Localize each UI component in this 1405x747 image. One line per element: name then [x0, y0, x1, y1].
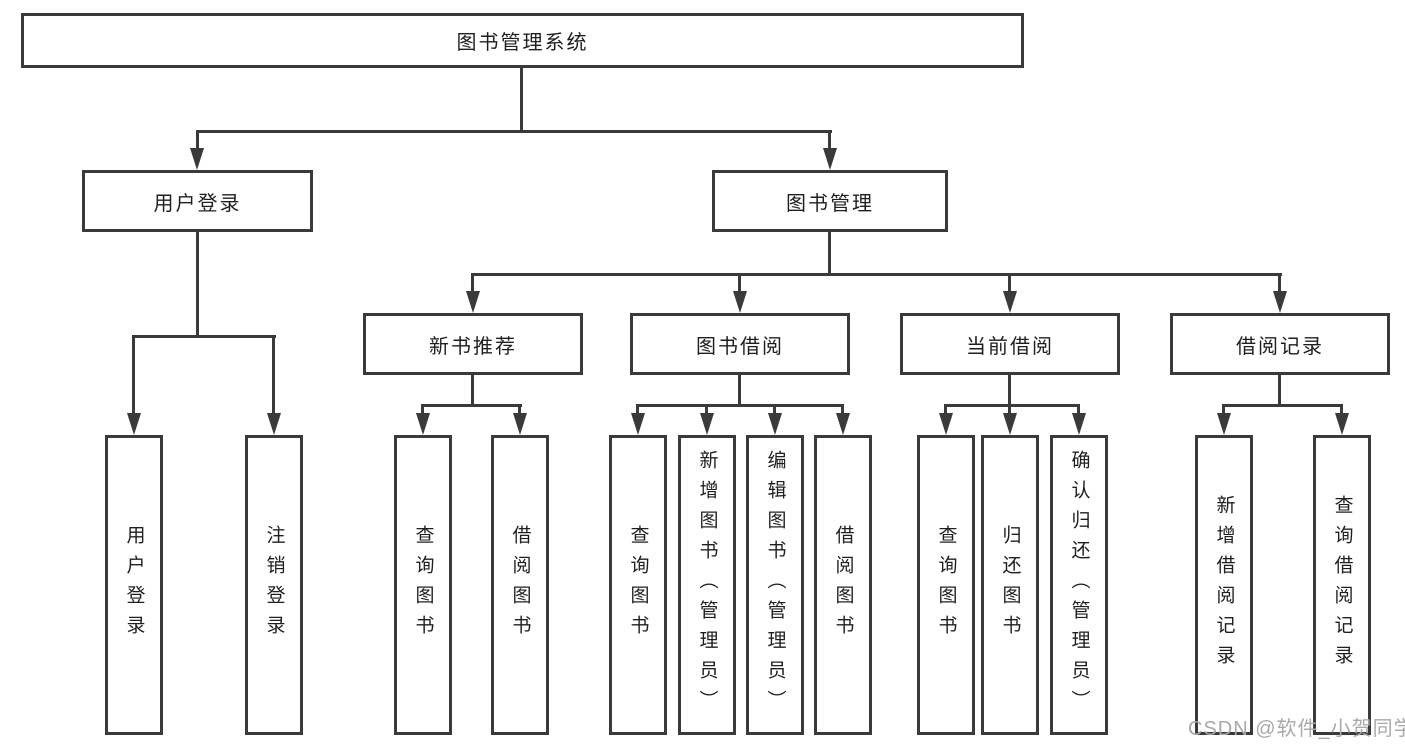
connector-drop-current	[1008, 273, 1011, 293]
arrow-icon	[700, 413, 714, 435]
leaf-label: 新增借阅记录	[1213, 495, 1235, 675]
leaf-edit-book-admin: 编辑图书（管理员）	[746, 435, 804, 735]
leaf-label: 借阅图书	[832, 525, 854, 645]
connector-new-book-bar	[421, 404, 522, 407]
connector-drop-login	[132, 335, 135, 415]
connector-drop	[421, 404, 424, 414]
node-root: 图书管理系统	[21, 13, 1024, 68]
connector-user-login-trunk	[196, 232, 199, 336]
connector-book-mgmt-trunk	[828, 232, 831, 274]
node-user-login-label: 用户登录	[153, 192, 242, 215]
connector-drop	[1340, 404, 1343, 414]
connector-drop-new-book	[471, 273, 474, 293]
arrow-icon	[416, 413, 430, 435]
leaf-confirm-return-admin: 确认归还（管理员）	[1050, 435, 1108, 735]
connector-borrow-trunk	[738, 375, 741, 406]
leaf-borrow-query-book: 查询图书	[609, 435, 667, 735]
connector-drop	[944, 404, 947, 414]
connector-current-bar	[944, 404, 1080, 407]
csdn-watermark: CSDN @软件_小贺同学	[1188, 718, 1405, 740]
connector-drop-logout	[272, 335, 275, 415]
connector-drop	[1008, 404, 1011, 414]
leaf-return-book: 归还图书	[981, 435, 1039, 735]
connector-borrow-bar	[636, 404, 844, 407]
connector-drop	[1222, 404, 1225, 414]
connector-drop-user-login	[196, 130, 199, 150]
leaf-query-borrow-record: 查询借阅记录	[1313, 435, 1371, 735]
arrow-icon	[1335, 413, 1349, 435]
leaf-current-query-book: 查询图书	[917, 435, 975, 735]
leaf-label: 借阅图书	[509, 525, 531, 645]
arrow-icon	[939, 413, 953, 435]
arrow-icon	[1003, 413, 1017, 435]
connector-records-bar	[1222, 404, 1343, 407]
leaf-label: 查询借阅记录	[1331, 495, 1353, 675]
node-current-borrow-label: 当前借阅	[966, 335, 1054, 358]
leaf-label: 查询图书	[935, 525, 957, 645]
leaf-label: 编辑图书（管理员）	[764, 450, 786, 720]
node-root-label: 图书管理系统	[456, 32, 589, 54]
connector-drop-borrow	[738, 273, 741, 293]
arrow-icon	[1072, 413, 1086, 435]
arrow-icon	[768, 413, 782, 435]
node-new-book-rec-label: 新书推荐	[429, 335, 517, 358]
connector-drop	[773, 404, 776, 414]
connector-drop	[705, 404, 708, 414]
leaf-label: 确认归还（管理员）	[1068, 450, 1090, 720]
node-book-borrow: 图书借阅	[630, 313, 850, 375]
leaf-user-login: 用户登录	[105, 435, 163, 735]
leaf-user-login-label: 用户登录	[123, 525, 145, 645]
leaf-borrow-book: 借阅图书	[814, 435, 872, 735]
arrow-to-user-login-icon	[190, 148, 204, 170]
leaf-label: 查询图书	[412, 525, 434, 645]
arrow-icon	[631, 413, 645, 435]
node-book-mgmt: 图书管理	[712, 170, 948, 232]
connector-book-mgmt-bar	[471, 273, 1282, 276]
leaf-label: 归还图书	[999, 525, 1021, 645]
node-current-borrow: 当前借阅	[900, 313, 1120, 375]
connector-drop	[518, 404, 521, 414]
arrow-to-logout-icon	[267, 413, 281, 435]
connector-drop	[1077, 404, 1080, 414]
connector-drop	[841, 404, 844, 414]
leaf-label: 新增图书（管理员）	[696, 450, 718, 720]
connector-root-bar	[196, 130, 832, 133]
connector-user-login-bar	[132, 335, 276, 338]
leaf-newrec-borrow-book: 借阅图书	[491, 435, 549, 735]
node-borrow-records: 借阅记录	[1170, 313, 1390, 375]
arrow-to-current-icon	[1003, 291, 1017, 313]
leaf-add-book-admin: 新增图书（管理员）	[678, 435, 736, 735]
connector-drop-book-mgmt	[828, 130, 831, 150]
arrow-to-borrow-icon	[733, 291, 747, 313]
leaf-newrec-query-book: 查询图书	[394, 435, 452, 735]
node-book-borrow-label: 图书借阅	[696, 335, 784, 358]
connector-new-book-trunk	[471, 375, 474, 406]
node-book-mgmt-label: 图书管理	[786, 192, 874, 215]
leaf-label: 查询图书	[627, 525, 649, 645]
arrow-icon	[836, 413, 850, 435]
arrow-to-book-mgmt-icon	[823, 148, 837, 170]
connector-drop	[636, 404, 639, 414]
connector-root-trunk	[520, 68, 523, 132]
leaf-logout: 注销登录	[245, 435, 303, 735]
arrow-to-login-icon	[127, 413, 141, 435]
connector-drop-records	[1278, 273, 1281, 293]
leaf-logout-label: 注销登录	[263, 525, 285, 645]
connector-current-trunk	[1008, 375, 1011, 406]
leaf-add-borrow-record: 新增借阅记录	[1195, 435, 1253, 735]
arrow-icon	[1217, 413, 1231, 435]
arrow-to-records-icon	[1273, 291, 1287, 313]
node-borrow-records-label: 借阅记录	[1236, 335, 1324, 358]
node-user-login: 用户登录	[82, 170, 313, 232]
node-new-book-rec: 新书推荐	[363, 313, 583, 375]
arrow-icon	[513, 413, 527, 435]
connector-records-trunk	[1278, 375, 1281, 406]
arrow-to-new-book-icon	[466, 291, 480, 313]
